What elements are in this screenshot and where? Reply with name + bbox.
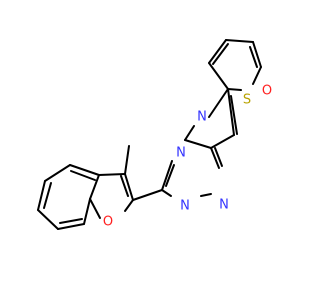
bond [89, 174, 100, 200]
bond [200, 193, 212, 197]
bond [252, 41, 262, 68]
bond [184, 139, 212, 149]
bond [184, 125, 195, 141]
molecule-structure-diagram: S N N N N O O [37, 39, 272, 230]
bond [83, 198, 91, 225]
bond-layer [37, 39, 262, 230]
bond [89, 198, 101, 219]
bond [230, 95, 238, 135]
bond [212, 43, 229, 65]
bond [210, 134, 235, 149]
bond [124, 145, 130, 175]
bond [208, 62, 229, 90]
bond [57, 223, 85, 230]
triazole-nitrogen-label: N [180, 199, 190, 214]
benzofuran-oxygen-label: O [103, 215, 113, 230]
atom-label-layer: S N N N N O O [103, 84, 272, 230]
bond [124, 199, 134, 212]
bond [225, 39, 254, 43]
bond [249, 46, 258, 68]
bond [132, 189, 163, 201]
bond [37, 180, 46, 211]
bond [44, 164, 71, 182]
bond [98, 173, 126, 176]
bond [208, 39, 227, 64]
bond [227, 88, 235, 136]
bond [208, 88, 229, 118]
triazole-nitrogen-label: N [219, 198, 229, 213]
bond [227, 88, 242, 91]
bond [120, 175, 129, 197]
furan-oxygen-label: O [262, 84, 272, 99]
bond [70, 170, 96, 181]
sulfur-atom-label: S [243, 93, 251, 108]
bond [43, 182, 52, 209]
bond [161, 160, 173, 191]
bond [69, 164, 100, 176]
bond [161, 189, 172, 197]
bridgehead-nitrogen-label: N [176, 146, 186, 161]
bond [165, 164, 175, 187]
bond [124, 173, 134, 201]
bond [37, 209, 59, 230]
bond [59, 218, 83, 224]
bond [252, 66, 262, 85]
bond [214, 147, 223, 167]
thiadiazole-nitrogen-label: N [197, 110, 207, 125]
bond [210, 147, 220, 169]
